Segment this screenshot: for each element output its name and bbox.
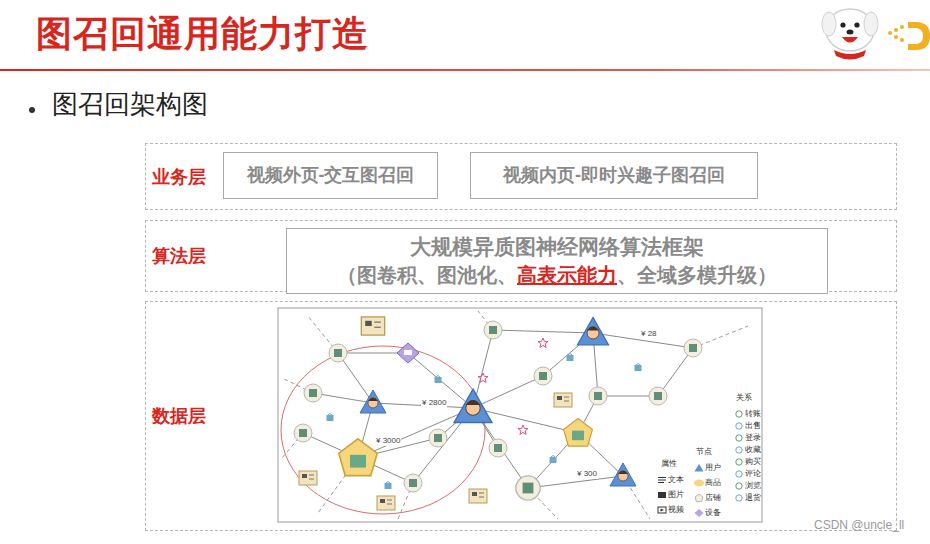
legend-symbol [695, 464, 704, 472]
legend-symbol [736, 495, 742, 501]
legend-text: 评论 [745, 470, 761, 478]
relation-marks [327, 338, 642, 489]
module-box: 大规模异质图神经网络算法框架 （图卷积、图池化、高表示能力、全域多模升级） [286, 228, 828, 294]
legend-text: 设备 [705, 509, 721, 517]
legend-symbol [736, 483, 742, 489]
amount-label: ¥ 2800 [421, 399, 447, 408]
box-text: 大规模异质图神经网络算法框架 [410, 235, 704, 258]
box-text: 视频内页-即时兴趣子图召回 [503, 165, 725, 185]
module-box: 视频内页-即时兴趣子图召回 [470, 152, 758, 199]
legend-heading: 关系 [736, 394, 752, 403]
module-box: 视频外页-交互图召回 [223, 152, 438, 199]
legend-symbol [695, 509, 704, 517]
legend-icons [658, 411, 742, 517]
legend-symbol [736, 447, 742, 453]
legend-text: 退货 [745, 494, 761, 502]
box-text: 、全域多模升级） [617, 264, 777, 286]
layer-band: 业务层 视频外页-交互图召回 视频内页-即时兴趣子图召回 [145, 143, 897, 210]
box-text: 视频外页-交互图召回 [247, 165, 415, 185]
layer-label: 算法层 [152, 246, 206, 266]
legend-text: 店铺 [705, 494, 721, 502]
graph-illustration [277, 307, 763, 523]
box-text: （图卷积、图池化、 [337, 264, 517, 286]
title-rule [0, 69, 930, 71]
legend-heading: 属性 [661, 460, 677, 469]
layer-label: 业务层 [152, 167, 206, 187]
legend-text: 出售 [745, 422, 761, 430]
legend-text: 购买 [745, 458, 761, 466]
legend-text: 文本 [668, 476, 684, 484]
legend-symbol [736, 459, 742, 465]
bullet-dot [29, 107, 35, 113]
graph-edges [303, 330, 693, 488]
legend-symbol [736, 423, 742, 429]
section-heading: 图召回架构图 [52, 90, 208, 119]
logo-mascot [822, 9, 878, 60]
highlight-ring [281, 346, 485, 514]
legend-symbol [658, 492, 666, 498]
outgoing-edges [282, 311, 748, 519]
legend-symbol [736, 471, 742, 477]
legend-heading: 节点 [696, 448, 712, 457]
graph-nodes [294, 317, 702, 500]
layer-band: 数据层 [145, 301, 897, 531]
logo-mark [888, 22, 930, 50]
legend-text: 商品 [705, 479, 721, 487]
amount-label: ¥ 3000 [375, 437, 401, 446]
legend-symbol [658, 478, 666, 483]
attribute-cards [299, 317, 572, 510]
layer-label: 数据层 [152, 406, 206, 426]
amount-label: ¥ 300 [576, 470, 598, 479]
legend-symbol [694, 480, 704, 487]
legend-symbol [658, 507, 666, 513]
amount-label: ¥ 28 [640, 330, 658, 339]
legend-text: 登录 [745, 434, 761, 442]
legend-text: 视频 [668, 506, 684, 514]
watermark: CSDN @uncle_ll [814, 519, 904, 532]
legend-text: 收藏 [745, 446, 761, 454]
legend-text: 用户 [705, 464, 721, 472]
legend-symbol [736, 435, 742, 441]
legend-symbol [736, 411, 742, 417]
highlight-text: 高表示能力 [517, 264, 617, 286]
layer-band: 算法层 大规模异质图神经网络算法框架 （图卷积、图池化、高表示能力、全域多模升级） [145, 220, 897, 292]
legend-symbol [695, 494, 703, 502]
page-title: 图召回通用能力打造 [36, 10, 369, 59]
illustration-frame [278, 308, 762, 522]
legend-text: 转账 [745, 410, 761, 418]
legend-text: 浏览 [745, 482, 761, 490]
legend-text: 图片 [668, 491, 684, 499]
